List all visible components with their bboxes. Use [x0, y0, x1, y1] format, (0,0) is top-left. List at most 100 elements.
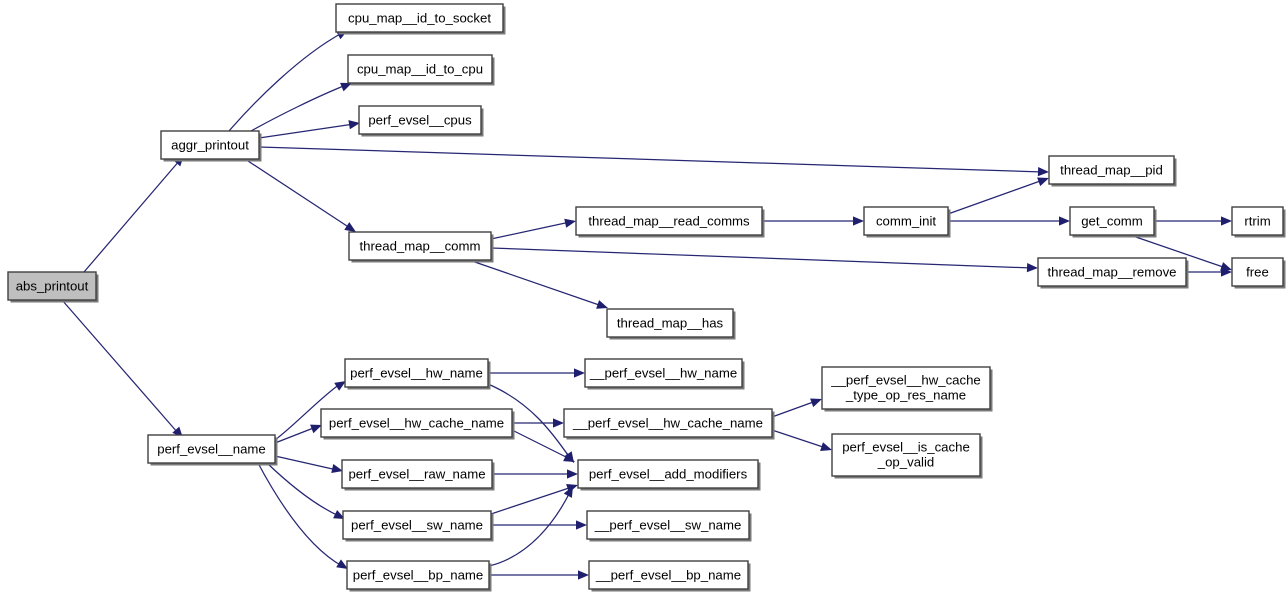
edge-perf_evsel__bp_name-to-__perf_evsel__bp_name	[489, 570, 589, 580]
node-perf_evsel__is_cache_op_valid[interactable]: perf_evsel__is_cache_op_valid	[831, 433, 983, 479]
node-layer: abs_printout aggr_printout cpu_map__id_to_…	[7, 3, 1286, 592]
edge-get_comm-to-rtrim	[1154, 216, 1232, 226]
node-rtrim[interactable]: rtrim	[1231, 206, 1286, 238]
edge-perf_evsel__name-to-perf_evsel__raw_name	[274, 455, 343, 474]
node-abs_printout[interactable]: abs_printout	[7, 271, 99, 303]
node-box[interactable]	[1231, 206, 1284, 236]
node-box[interactable]	[1069, 206, 1155, 236]
arrow-head-icon	[340, 82, 352, 92]
node-perf_evsel__cpus[interactable]: perf_evsel__cpus	[358, 105, 484, 137]
node-__perf_evsel__hw_cache_type_op_res_name[interactable]: __perf_evsel__hw_cache_type_op_res_name	[821, 366, 993, 412]
node-box[interactable]	[821, 366, 991, 410]
edge-thread_map__comm-to-thread_map__remove	[490, 247, 1038, 273]
node-box[interactable]	[358, 105, 482, 135]
node-__perf_evsel__hw_name[interactable]: __perf_evsel__hw_name	[584, 358, 745, 390]
edge-aggr_printout-to-thread_map__comm	[244, 158, 356, 232]
edge-perf_evsel__name-to-perf_evsel__sw_name	[266, 462, 345, 519]
edge-thread_map__comm-to-thread_map__has	[468, 259, 608, 309]
arrow-head-icon	[1221, 216, 1232, 226]
node-box[interactable]	[335, 3, 504, 33]
node-box[interactable]	[7, 271, 97, 301]
node-__perf_evsel__bp_name[interactable]: __perf_evsel__bp_name	[588, 560, 751, 592]
edge-thread_map__comm-to-thread_map__read_comms	[490, 218, 576, 240]
node-get_comm[interactable]: get_comm	[1069, 206, 1157, 238]
node-box[interactable]	[147, 434, 276, 464]
node-perf_evsel__add_modifiers[interactable]: perf_evsel__add_modifiers	[577, 459, 761, 491]
arrow-head-icon	[553, 418, 564, 428]
node-box[interactable]	[1037, 257, 1187, 287]
node-__perf_evsel__hw_cache_name[interactable]: __perf_evsel__hw_cache_name	[563, 408, 775, 440]
node-box[interactable]	[1231, 257, 1284, 287]
node-box[interactable]	[320, 408, 513, 438]
node-box[interactable]	[341, 459, 493, 489]
arrow-head-icon	[334, 381, 346, 391]
node-box[interactable]	[863, 206, 949, 236]
arrow-head-icon	[1026, 263, 1038, 273]
node-box[interactable]	[586, 510, 750, 540]
arrow-head-icon	[563, 486, 573, 498]
node-comm_init[interactable]: comm_init	[863, 206, 951, 238]
arrow-head-icon	[574, 368, 585, 378]
node-box[interactable]	[584, 358, 743, 388]
node-__perf_evsel__sw_name[interactable]: __perf_evsel__sw_name	[586, 510, 752, 542]
arrow-head-icon	[578, 570, 589, 580]
node-perf_evsel__hw_name[interactable]: perf_evsel__hw_name	[344, 358, 491, 390]
edge-perf_evsel__bp_name-to-perf_evsel__add_modifiers	[488, 486, 573, 567]
node-box[interactable]	[588, 560, 749, 590]
arrow-head-icon	[1059, 216, 1070, 226]
node-free[interactable]: free	[1231, 257, 1286, 289]
node-thread_map__pid[interactable]: thread_map__pid	[1048, 155, 1177, 187]
edge-__perf_evsel__hw_cache_name-to-__perf_evsel__hw_cache_type_op_res_name	[771, 398, 822, 418]
arrow-head-icon	[1221, 267, 1232, 277]
node-box[interactable]	[606, 308, 734, 338]
arrow-head-icon	[331, 464, 343, 474]
node-box[interactable]	[1048, 155, 1175, 185]
arrow-head-icon	[336, 559, 348, 569]
node-cpu_map__id_to_cpu[interactable]: cpu_map__id_to_cpu	[347, 54, 495, 86]
edge-perf_evsel__hw_cache_name-to-__perf_evsel__hw_cache_name	[512, 418, 564, 428]
arrow-head-icon	[567, 469, 578, 479]
arrow-head-icon	[344, 222, 356, 232]
arrow-head-icon	[310, 424, 322, 434]
node-thread_map__read_comms[interactable]: thread_map__read_comms	[575, 206, 765, 238]
node-perf_evsel__raw_name[interactable]: perf_evsel__raw_name	[341, 459, 495, 491]
node-perf_evsel__name[interactable]: perf_evsel__name	[147, 434, 278, 466]
node-perf_evsel__sw_name[interactable]: perf_evsel__sw_name	[342, 510, 494, 542]
arrow-head-icon	[348, 120, 360, 130]
edge-thread_map__read_comms-to-comm_init	[762, 216, 864, 226]
node-box[interactable]	[160, 130, 260, 160]
edge-perf_evsel__hw_name-to-__perf_evsel__hw_name	[488, 368, 585, 378]
node-box[interactable]	[344, 358, 489, 388]
edge-perf_evsel__sw_name-to-__perf_evsel__sw_name	[491, 520, 587, 530]
edge-aggr_printout-to-cpu_map__id_to_cpu	[250, 82, 352, 132]
arrow-head-icon	[596, 300, 608, 309]
edge-perf_evsel__hw_cache_name-to-perf_evsel__add_modifiers	[511, 429, 575, 462]
edge-abs_printout-to-perf_evsel__name	[61, 299, 183, 438]
node-box[interactable]	[346, 560, 490, 590]
node-box[interactable]	[347, 54, 493, 84]
node-box[interactable]	[348, 231, 492, 261]
node-thread_map__has[interactable]: thread_map__has	[606, 308, 736, 340]
arrow-head-icon	[563, 452, 575, 462]
node-perf_evsel__hw_cache_name[interactable]: perf_evsel__hw_cache_name	[320, 408, 515, 440]
edge-layer	[61, 30, 1232, 580]
node-aggr_printout[interactable]: aggr_printout	[160, 130, 262, 162]
node-box[interactable]	[831, 433, 981, 477]
node-thread_map__remove[interactable]: thread_map__remove	[1037, 257, 1189, 289]
arrow-head-icon	[820, 442, 832, 451]
node-perf_evsel__bp_name[interactable]: perf_evsel__bp_name	[346, 560, 492, 592]
node-thread_map__comm[interactable]: thread_map__comm	[348, 231, 494, 263]
edge-perf_evsel__name-to-perf_evsel__bp_name	[257, 462, 348, 569]
node-box[interactable]	[342, 510, 492, 540]
edge-thread_map__remove-to-free	[1186, 267, 1232, 277]
arrow-head-icon	[1037, 167, 1049, 177]
arrow-head-icon	[853, 216, 864, 226]
edge-aggr_printout-to-perf_evsel__cpus	[258, 120, 360, 139]
node-box[interactable]	[577, 459, 759, 489]
node-box[interactable]	[563, 408, 773, 438]
node-cpu_map__id_to_socket[interactable]: cpu_map__id_to_socket	[335, 3, 506, 35]
node-box[interactable]	[575, 206, 763, 236]
edge-__perf_evsel__hw_cache_name-to-perf_evsel__is_cache_op_valid	[771, 429, 832, 451]
